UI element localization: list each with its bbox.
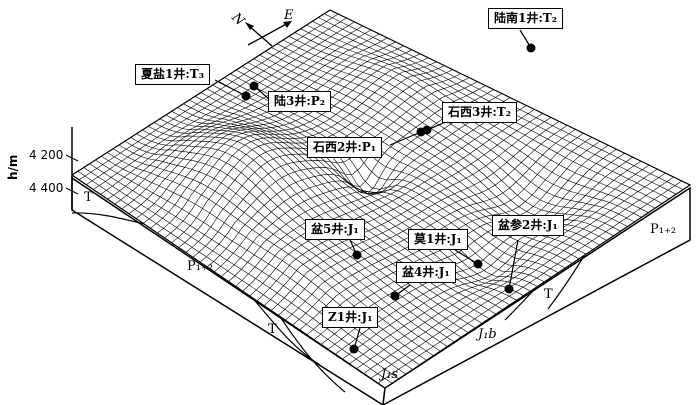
stratum-label-p-left: P₁₊₂ [187, 259, 214, 274]
stratum-label-t-right: T [544, 287, 553, 302]
compass [245, 21, 292, 47]
well-label-lu3: 陆3井:P₂ [268, 91, 332, 112]
axis-tick-4200: 4 200 [29, 148, 64, 162]
well-label-z1: Z1井:J₁ [322, 307, 379, 328]
mesh-line [282, 39, 635, 223]
mesh-line [270, 121, 560, 311]
well-pointer [214, 79, 247, 97]
mesh-line [212, 84, 552, 278]
mesh-line [329, 9, 691, 186]
mesh-line [271, 47, 621, 232]
well-label-lunan1: 陆南1井:T₂ [488, 8, 563, 29]
well-label-shixi3: 石西3井:T₂ [442, 102, 517, 123]
well-marker-pen5 [352, 250, 362, 260]
well-marker-shixi2 [416, 127, 426, 137]
mesh-line [285, 129, 576, 321]
mesh-line [377, 180, 682, 384]
north-arrow-icon [245, 22, 254, 30]
mesh-line [335, 156, 633, 355]
stratum-label-p-right: P₁₊₂ [650, 222, 677, 237]
well-markers [214, 29, 536, 354]
mesh-line [263, 117, 552, 306]
well-pointer [389, 131, 422, 146]
mesh-line [363, 172, 666, 374]
mesh-line [356, 168, 658, 369]
mesh-line [277, 43, 628, 227]
well-marker-lu3 [249, 81, 259, 91]
mesh-line [313, 144, 609, 340]
axis-tick-4400: 4 400 [29, 181, 64, 195]
well-label-pen5: 盆5井:J₁ [305, 219, 365, 240]
well-label-xiayan1: 夏盐1井:T₃ [135, 64, 210, 85]
well-marker-xiayan1 [241, 91, 251, 101]
well-marker-pen4 [390, 291, 400, 301]
mesh-line [370, 176, 674, 379]
east-arrow-icon [283, 21, 292, 28]
well-label-pen4: 盆4井:J₁ [396, 262, 456, 283]
mesh-line [242, 105, 527, 292]
well-label-pencan2: 盆参2井:J₁ [492, 215, 564, 236]
well-label-shixi2: 石西2井:P₁ [307, 137, 383, 158]
well-pointer [508, 239, 519, 290]
mesh-line [342, 160, 642, 360]
mesh-line [384, 184, 691, 389]
well-marker-mo1 [473, 259, 483, 269]
stratum-label-t-left: T [84, 190, 93, 205]
mesh-line [256, 113, 543, 302]
stratum-label-j1b: J₁b [478, 327, 497, 342]
mesh-line [278, 125, 568, 316]
mesh-line [323, 13, 684, 190]
stratum-label-j1s: J₁s [381, 367, 399, 382]
tick-4200 [65, 154, 79, 162]
tick-4400 [65, 187, 79, 195]
well-marker-pencan2 [504, 284, 514, 294]
well-marker-lunan1 [526, 43, 536, 53]
mesh-line [288, 36, 642, 218]
mesh-line [349, 164, 650, 365]
mesh-line [228, 97, 511, 282]
compass-east-label: E [284, 8, 294, 23]
stratum-label-t-mid: T [268, 322, 277, 337]
surface-mesh [70, 9, 692, 389]
well-label-mo1: 莫1井:J₁ [408, 229, 468, 250]
axis-unit-label: h/m [6, 154, 20, 180]
mesh-line [249, 109, 535, 297]
front-right-face [382, 186, 691, 405]
mesh-line [206, 88, 545, 283]
well-marker-z1 [349, 344, 359, 354]
